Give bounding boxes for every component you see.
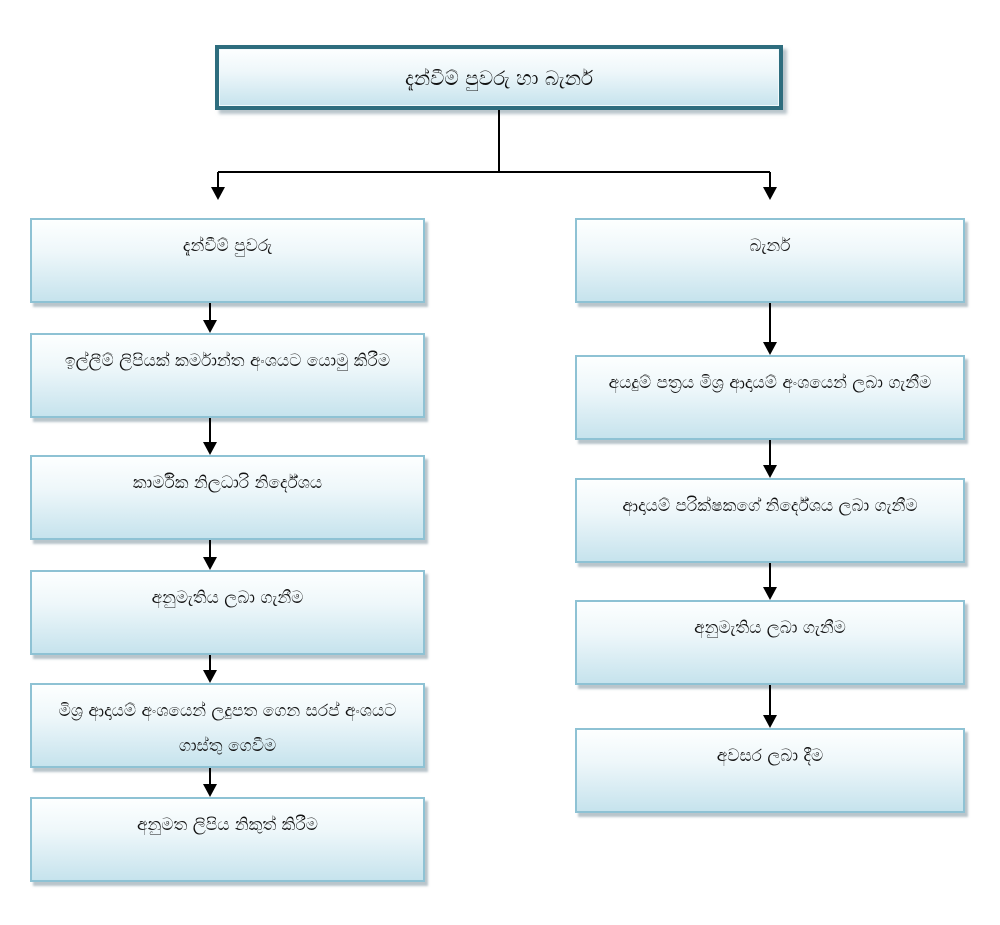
left-step-4-box: අනුමැතිය ලබා ගැනීම xyxy=(30,570,425,655)
arrowhead-right-4-5 xyxy=(763,715,777,728)
left-step-1-box: දැන්වීම් පුවරු xyxy=(30,218,425,303)
left-step-6-label: අනුමත ලිපිය නිකුත් කිරීම xyxy=(137,815,318,835)
arrowhead-left-5-6 xyxy=(203,784,217,797)
right-step-3-label: ආදායම් පරික්ෂකගේ නිර්දේශය ලබා ගැනීම xyxy=(622,496,918,516)
arrowhead-left-2-3 xyxy=(203,442,217,455)
arrowhead-left-3-4 xyxy=(203,557,217,570)
arrowhead-left-branch xyxy=(211,187,225,200)
right-step-1-label: බැනර් xyxy=(749,236,791,256)
left-step-6-box: අනුමත ලිපිය නිකුත් කිරීම xyxy=(30,797,425,882)
left-step-3-label: කාර්මික නිලධාරි නිර්දේශය xyxy=(132,473,323,493)
right-step-1-box: බැනර් xyxy=(575,218,965,303)
arrowhead-right-2-3 xyxy=(763,465,777,478)
left-step-5-label: මිශ්‍ර ආදායම් අංශයෙන් ලදුපත ගෙන සරප් අංශ… xyxy=(58,701,397,756)
right-step-5-box: අවසර ලබා දීම xyxy=(575,728,965,813)
right-step-5-label: අවසර ලබා දීම xyxy=(716,746,824,766)
arrowhead-right-1-2 xyxy=(763,342,777,355)
flow-title-label: දැන්වීම් පුවරු හා බැනර් xyxy=(404,65,594,90)
left-step-1-label: දැන්වීම් පුවරු xyxy=(182,236,273,256)
right-step-3-box: ආදායම් පරික්ෂකගේ නිර්දේශය ලබා ගැනීම xyxy=(575,478,965,563)
left-step-2-label: ඉල්ලීම් ලිපියක් කර්මාන්ත අංශයට යොමු කිරී… xyxy=(64,351,391,371)
right-step-2-label: අයදුම් පත්‍රය මිශ්‍ර ආදායම් අංශයෙන් ලබා … xyxy=(608,373,932,393)
left-step-3-box: කාර්මික නිලධාරි නිර්දේශය xyxy=(30,455,425,540)
right-step-2-box: අයදුම් පත්‍රය මිශ්‍ර ආදායම් අංශයෙන් ලබා … xyxy=(575,355,965,440)
arrowhead-left-4-5 xyxy=(203,670,217,683)
right-step-4-label: අනුමැතිය ලබා ගැනීම xyxy=(694,618,846,638)
flow-title-box: දැන්වීම් පුවරු හා බැනර් xyxy=(215,45,783,110)
arrowhead-right-3-4 xyxy=(763,587,777,600)
arrowhead-left-1-2 xyxy=(203,320,217,333)
right-step-4-box: අනුමැතිය ලබා ගැනීම xyxy=(575,600,965,685)
left-step-4-label: අනුමැතිය ලබා ගැනීම xyxy=(151,588,304,608)
left-step-2-box: ඉල්ලීම් ලිපියක් කර්මාන්ත අංශයට යොමු කිරී… xyxy=(30,333,425,418)
left-step-5-box: මිශ්‍ර ආදායම් අංශයෙන් ලදුපත ගෙන සරප් අංශ… xyxy=(30,683,425,768)
arrowhead-right-branch xyxy=(763,187,777,200)
